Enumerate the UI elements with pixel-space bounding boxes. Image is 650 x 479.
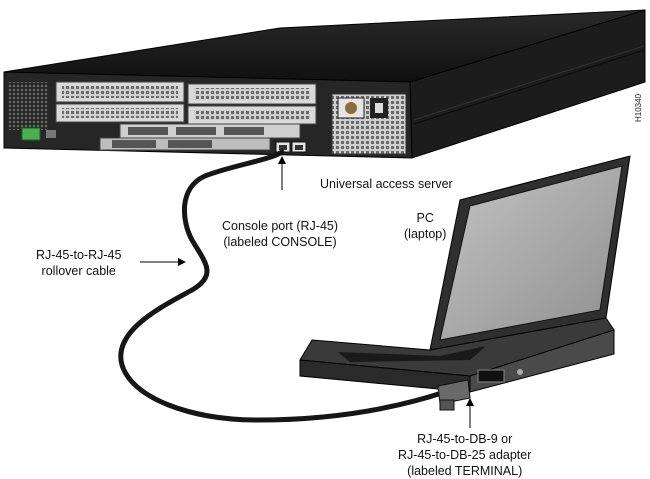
rollover-cable bbox=[118, 149, 448, 423]
db9-adapter bbox=[437, 379, 471, 411]
status-led bbox=[21, 127, 41, 141]
serial-port bbox=[477, 369, 505, 383]
console-port-label-line1: Console port (RJ-45) bbox=[222, 219, 339, 233]
server-label-text: Universal access server bbox=[320, 177, 453, 191]
front-vent bbox=[8, 82, 48, 130]
adapter-label-line2: RJ-45-to-DB-25 adapter bbox=[398, 448, 532, 462]
laptop-keyboard bbox=[338, 346, 486, 362]
adapter-label: RJ-45-to-DB-9 or RJ-45-to-DB-25 adapter … bbox=[398, 431, 531, 479]
access-server bbox=[3, 9, 646, 159]
adapter-label-line3: (labeled TERMINAL) bbox=[407, 464, 523, 478]
card-slot-6 bbox=[99, 137, 271, 151]
power-supply bbox=[331, 93, 407, 155]
cable-label-line2: rollover cable bbox=[41, 264, 116, 278]
figure-id: H10340 bbox=[634, 93, 643, 122]
pc-label-line2: (laptop) bbox=[404, 227, 447, 241]
cable-label-line1: RJ-45-to-RJ-45 bbox=[36, 248, 122, 262]
cable-label: RJ-45-to-RJ-45 rollover cable bbox=[36, 247, 121, 279]
card-slot-4 bbox=[187, 105, 317, 125]
adapter-label-line1: RJ-45-to-DB-9 or bbox=[417, 432, 513, 446]
laptop bbox=[299, 155, 631, 393]
card-slot-5 bbox=[119, 123, 301, 139]
console-port-label-line2: (labeled CONSOLE) bbox=[223, 235, 337, 249]
pc-label-line1: PC bbox=[416, 211, 434, 225]
card-slot-2 bbox=[187, 83, 317, 105]
console-port-label: Console port (RJ-45) (labeled CONSOLE) bbox=[222, 218, 338, 250]
card-slot-1 bbox=[55, 81, 185, 103]
pc-label: PC (laptop) bbox=[404, 210, 446, 242]
card-slot-3 bbox=[55, 103, 185, 123]
laptop-screen bbox=[439, 165, 623, 341]
laptop-base-side bbox=[469, 329, 615, 393]
server-label: Universal access server bbox=[320, 176, 453, 192]
